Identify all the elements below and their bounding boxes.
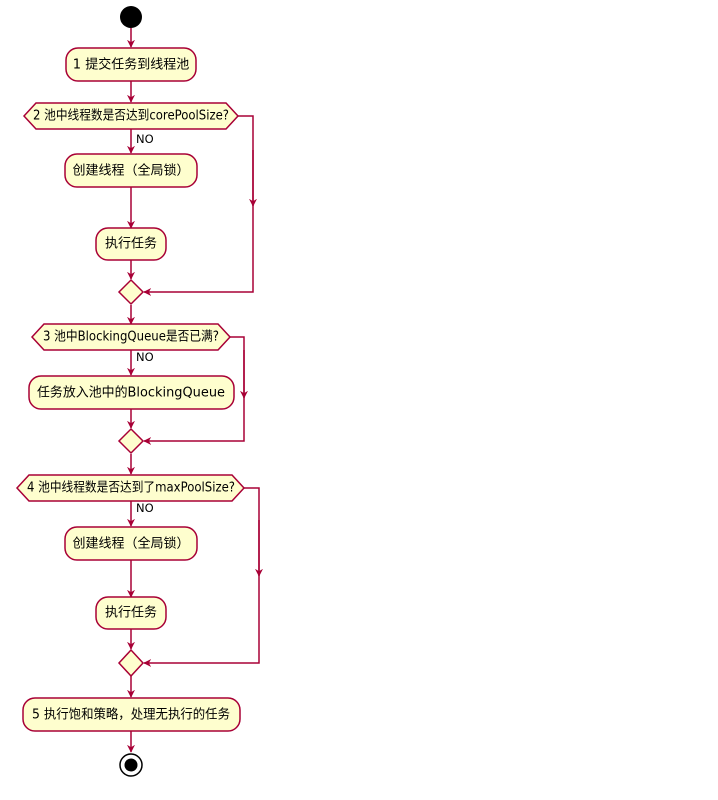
execute-task-1-node: 执行任务 — [95, 227, 167, 261]
decision2-label: 2 池中线程数是否达到corePoolSize? — [33, 109, 229, 124]
execute-task-2-node: 执行任务 — [95, 596, 167, 630]
edge-decision4-yes — [143, 487, 260, 667]
create-thread-1-node: 创建线程（全局锁） — [64, 153, 198, 188]
decision4-label: 4 池中线程数是否达到了maxPoolSize? — [27, 481, 235, 496]
end-node — [119, 753, 143, 777]
enqueue-label: 任务放入池中的BlockingQueue — [37, 385, 225, 401]
decision4-node: 4 池中线程数是否达到了maxPoolSize? — [15, 474, 246, 502]
decision3-no-label: NO — [136, 350, 154, 364]
create-thread-2-label: 创建线程（全局锁） — [72, 536, 189, 552]
execute-task-1-label: 执行任务 — [105, 236, 157, 252]
edge-decision2-yes — [143, 115, 254, 296]
decision3-label: 3 池中BlockingQueue是否已满? — [43, 330, 219, 345]
decision4-no-label: NO — [136, 501, 154, 515]
create-thread-1-label: 创建线程（全局锁） — [72, 163, 189, 179]
decision3-node: 3 池中BlockingQueue是否已满? — [30, 323, 232, 351]
decision2-no-label: NO — [136, 132, 154, 146]
create-thread-2-node: 创建线程（全局锁） — [64, 526, 198, 561]
step5-node: 5 执行饱和策略，处理无执行的任务 — [22, 697, 241, 732]
merge-diamond-1 — [117, 278, 145, 306]
execute-task-2-label: 执行任务 — [105, 605, 157, 621]
merge-diamond-2 — [117, 427, 145, 455]
edges — [127, 28, 263, 753]
merge-diamond-3 — [117, 648, 145, 678]
start-node — [120, 6, 142, 28]
decision2-node: 2 池中线程数是否达到corePoolSize? — [22, 102, 240, 130]
step5-label: 5 执行饱和策略，处理无执行的任务 — [32, 707, 230, 723]
step1-node: 1 提交任务到线程池 — [65, 47, 197, 82]
step1-label: 1 提交任务到线程池 — [73, 57, 189, 73]
enqueue-node: 任务放入池中的BlockingQueue — [28, 375, 235, 410]
